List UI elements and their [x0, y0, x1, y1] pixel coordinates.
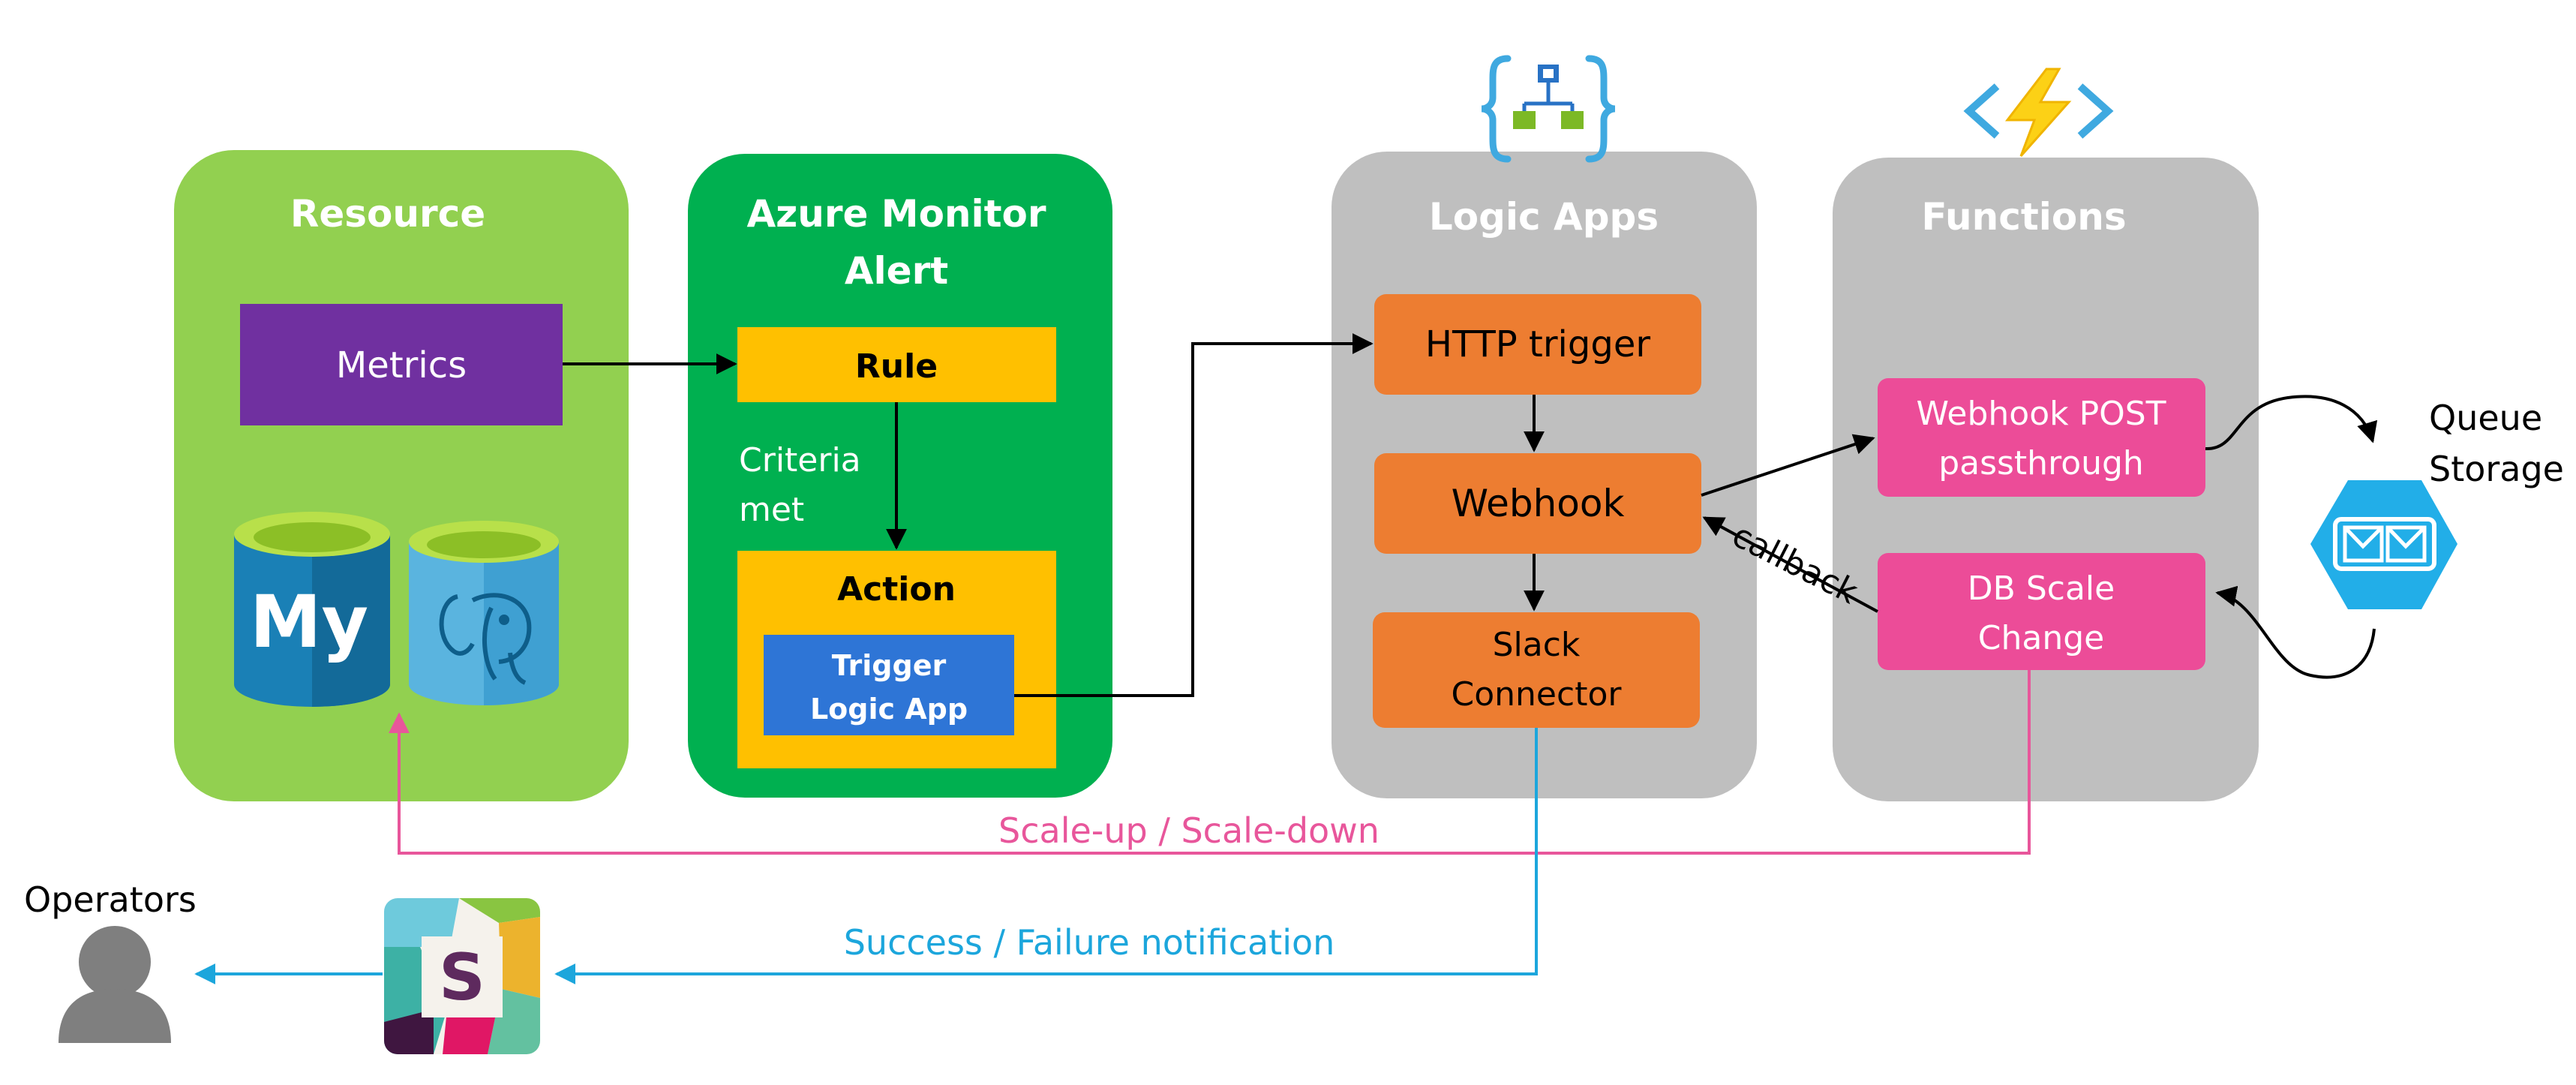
connectors: [194, 333, 2378, 984]
arrow-webhook-to-post: [1701, 434, 1875, 497]
functions-title: Functions: [1921, 195, 2126, 239]
metrics-label: Metrics: [336, 344, 467, 386]
mysql-icon-label: My: [250, 580, 368, 664]
elephant-icon: [439, 593, 532, 685]
resource-panel: [174, 150, 629, 801]
arrow-scale-to-resource: [389, 670, 2031, 855]
slack-icon: S: [384, 898, 540, 1054]
webhook-label: Webhook: [1452, 482, 1625, 525]
trigger-label-line2: Logic App: [810, 693, 968, 726]
resource-group: Resource Metrics My: [174, 150, 629, 801]
webhook-post-label-line1: Webhook POST: [1916, 395, 2166, 433]
slack-connector-label-line2: Connector: [1452, 675, 1623, 714]
logic-apps-icon: [1481, 55, 1616, 163]
azure-monitor-alert-group: Azure Monitor Alert Rule Criteria met Ac…: [688, 154, 1112, 798]
criteria-label-line1: Criteria: [739, 441, 861, 479]
scale-label: Scale-up / Scale-down: [998, 810, 1380, 851]
operator-person-icon: [59, 926, 171, 1043]
mysql-database-icon: My: [234, 512, 390, 707]
trigger-logic-app-box: [764, 635, 1014, 735]
arrow-notification-to-slack: [554, 728, 1538, 984]
http-trigger-box: [1374, 294, 1701, 395]
slack-connector-label-line1: Slack: [1493, 626, 1581, 664]
postgresql-database-icon: [409, 521, 559, 705]
arrow-queue-to-db-scale: [2215, 585, 2376, 679]
rule-label: Rule: [855, 347, 938, 386]
criteria-label-line2: met: [739, 491, 804, 529]
slack-icon-label: S: [439, 940, 485, 1015]
logic-apps-group: Logic Apps HTTP trigger Webhook Slack Co…: [1332, 55, 1757, 798]
action-label: Action: [837, 570, 956, 609]
queue-storage-icon: [2310, 480, 2457, 609]
arrow-callback: [1702, 516, 1878, 613]
queue-label-line2: Storage: [2429, 449, 2564, 489]
operators-group: Operators: [24, 879, 197, 1043]
queue-label-line1: Queue: [2429, 398, 2542, 438]
monitor-title-line1: Azure Monitor: [746, 192, 1046, 236]
arrow-post-to-queue: [2205, 395, 2378, 451]
db-scale-label-line1: DB Scale: [1968, 570, 2115, 608]
trigger-label-line1: Trigger: [832, 649, 947, 682]
azure-functions-icon: [1963, 68, 2114, 157]
queue-storage-group: Queue Storage: [2310, 398, 2564, 609]
slack-connector-box: [1373, 612, 1700, 728]
rule-box: [737, 327, 1056, 402]
monitor-title-line2: Alert: [845, 249, 948, 293]
functions-group: Functions Webhook POST passthrough DB Sc…: [1833, 68, 2259, 801]
notification-label: Success / Failure notification: [844, 922, 1335, 963]
arrow-trigger-to-http: [1014, 333, 1374, 697]
metrics-box: [240, 304, 563, 425]
db-scale-change-box: [1878, 553, 2205, 670]
db-scale-label-line2: Change: [1978, 619, 2104, 657]
logic-apps-title: Logic Apps: [1429, 195, 1659, 239]
http-trigger-label: HTTP trigger: [1425, 323, 1650, 365]
webhook-post-box: [1878, 378, 2205, 497]
resource-title: Resource: [290, 192, 485, 236]
operators-label: Operators: [24, 879, 197, 920]
webhook-box: [1374, 453, 1701, 554]
webhook-post-label-line2: passthrough: [1938, 444, 2144, 482]
